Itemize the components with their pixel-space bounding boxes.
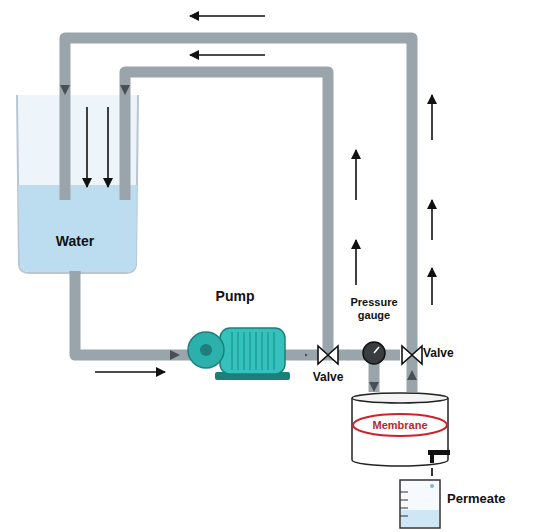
cell-body bbox=[352, 398, 448, 466]
permeate-beaker: Permeate bbox=[395, 476, 520, 530]
pipe bbox=[125, 72, 328, 341]
node-label: Pump bbox=[200, 288, 270, 304]
valve-drawing bbox=[308, 341, 348, 393]
pump-hub bbox=[200, 344, 212, 356]
gauge-needle bbox=[374, 347, 379, 353]
motor-fin bbox=[255, 332, 257, 370]
water-fill bbox=[18, 185, 137, 272]
motor-fin bbox=[267, 332, 269, 370]
motor-fin bbox=[249, 332, 251, 370]
beaker-glass bbox=[17, 95, 138, 273]
pump: Pump bbox=[180, 288, 305, 383]
valve-symbol bbox=[402, 346, 422, 364]
pipe bbox=[75, 275, 180, 355]
pipe bbox=[369, 366, 380, 392]
motor-fin bbox=[237, 332, 239, 370]
pipe-stub bbox=[120, 95, 131, 200]
motor-fin bbox=[261, 332, 263, 370]
node-label: Valve bbox=[423, 347, 463, 361]
node-label: Valve bbox=[308, 371, 348, 385]
water-beaker: Water bbox=[15, 95, 140, 275]
drip-line bbox=[431, 468, 433, 476]
valve: Valve bbox=[308, 341, 349, 393]
valve-symbol bbox=[318, 346, 338, 364]
direction-arrows bbox=[95, 16, 432, 372]
pipe bbox=[407, 370, 418, 392]
node-label: Water bbox=[35, 233, 115, 249]
beaker-glass bbox=[400, 480, 440, 528]
motor-fin bbox=[243, 332, 245, 370]
pressure-gauge: Pressure gauge bbox=[348, 296, 401, 366]
node-label: Membrane bbox=[360, 419, 440, 432]
flow-arrow bbox=[86, 107, 88, 187]
flow-arrow bbox=[107, 107, 109, 187]
permeate-fill bbox=[401, 510, 439, 527]
pipe bbox=[305, 350, 308, 361]
gauge-dial bbox=[363, 342, 385, 364]
motor-fin bbox=[273, 332, 275, 370]
valve: Valve bbox=[400, 340, 464, 370]
outlet-spout bbox=[428, 450, 450, 455]
membrane-ring bbox=[353, 414, 447, 436]
motor-fin bbox=[231, 332, 233, 370]
pipe-stub bbox=[70, 271, 81, 275]
graduation bbox=[400, 500, 408, 501]
pump-head bbox=[188, 332, 224, 368]
pump-motor bbox=[220, 328, 285, 374]
membrane-cell: Membrane bbox=[350, 392, 450, 468]
node-label: Permeate bbox=[447, 492, 517, 507]
pipe-stub bbox=[60, 95, 71, 200]
graduation bbox=[400, 508, 408, 509]
graduation bbox=[400, 516, 408, 517]
node-label: Pressure gauge bbox=[348, 296, 400, 321]
drop bbox=[430, 484, 434, 488]
cell-lid bbox=[352, 393, 448, 403]
graduation bbox=[400, 492, 408, 493]
outlet-nozzle bbox=[430, 455, 434, 463]
